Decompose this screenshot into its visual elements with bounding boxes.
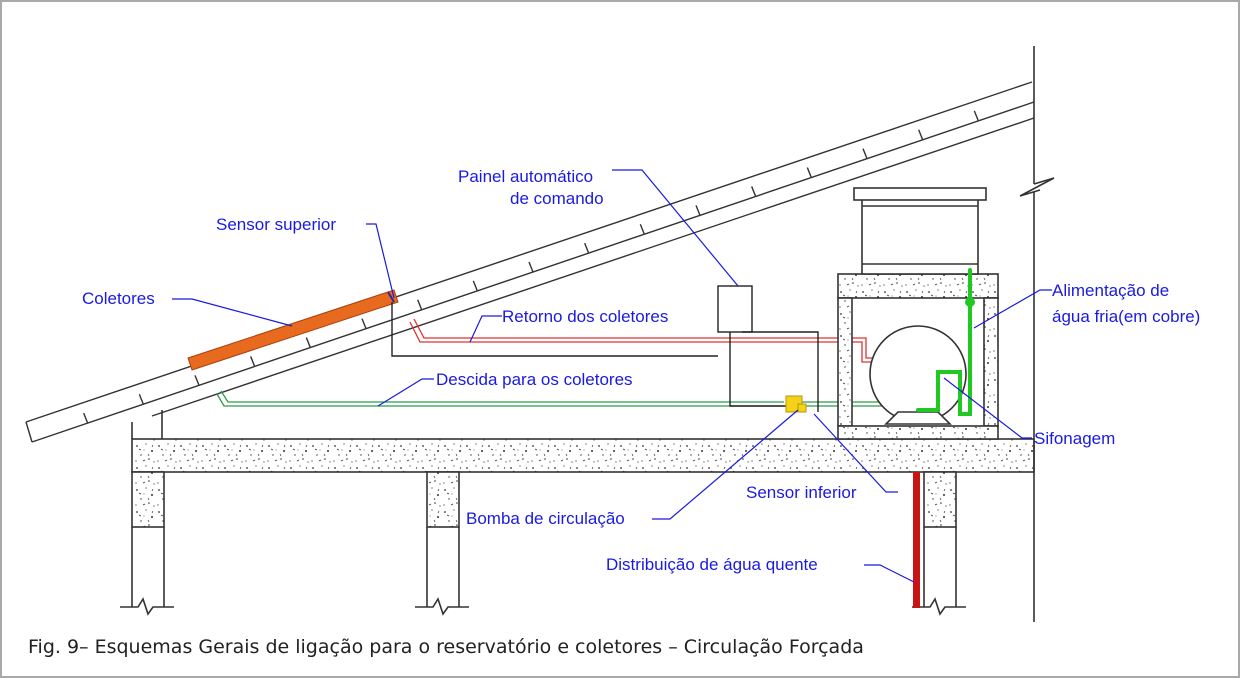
roof-tile-tick <box>138 393 144 405</box>
roof-tile-tick <box>806 167 812 178</box>
label-painel-line1: Painel automático <box>458 167 593 186</box>
roof-tile-tick <box>472 280 478 292</box>
label-sifonagem: Sifonagem <box>1034 429 1115 448</box>
control-panel <box>391 285 819 412</box>
label-retorno: Retorno dos coletores <box>502 307 668 326</box>
wall <box>1019 46 1055 622</box>
support-columns <box>120 410 966 616</box>
label-sensor-inferior: Sensor inferior <box>746 483 857 502</box>
cold-water-feed <box>916 268 975 416</box>
roof-tile-tick <box>695 205 701 216</box>
label-distribuicao: Distribuição de água quente <box>606 555 818 574</box>
roof-tile-tick <box>973 110 979 122</box>
label-sensor-superior: Sensor superior <box>216 215 336 234</box>
figure-caption: Fig. 9– Esquemas Gerais de ligação para … <box>28 636 864 658</box>
roof-tile-tick <box>584 242 590 254</box>
floor-slab <box>131 438 1035 473</box>
roof-tile-tick <box>751 186 757 197</box>
hot-distribution-pipe <box>913 472 920 608</box>
leader-lines <box>172 169 1052 583</box>
label-bomba: Bomba de circulação <box>466 509 625 528</box>
label-painel-line2: de comando <box>510 189 604 208</box>
descent-pipe <box>216 390 914 407</box>
label-coletores: Coletores <box>82 289 155 308</box>
roof-tile-tick <box>305 337 311 348</box>
label-descida: Descida para os coletores <box>436 370 633 389</box>
roof-tile-tick <box>918 129 924 141</box>
roof-tile-tick <box>250 356 256 367</box>
label-alimentacao-line1: Alimentação de <box>1052 281 1169 300</box>
solar-collector <box>187 289 399 371</box>
roof-tile-tick <box>639 223 645 235</box>
circulation-pump <box>785 395 807 413</box>
roof-tile-tick <box>528 261 534 273</box>
label-alimentacao-line2: água fria(em cobre) <box>1052 307 1200 326</box>
roof-tile-tick <box>361 318 367 329</box>
roof-tile-tick <box>194 375 200 386</box>
roof-tile-tick <box>83 412 89 424</box>
roof-tile-tick <box>417 299 423 311</box>
roof-tile-tick <box>862 148 868 159</box>
